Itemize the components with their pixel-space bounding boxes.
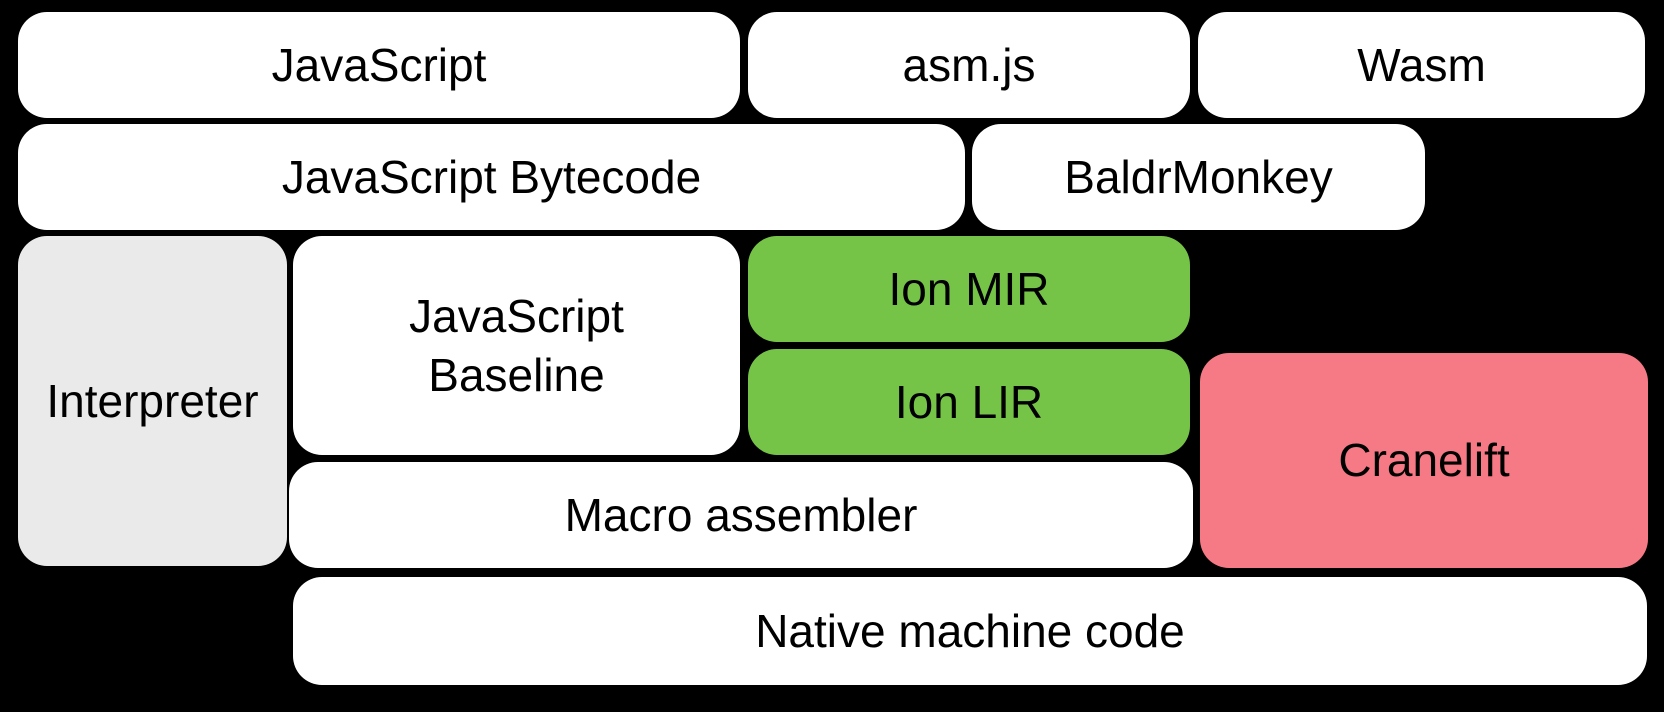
box-label-asmjs: asm.js [902, 38, 1036, 91]
box-macro-assembler: Macro assembler [289, 462, 1193, 568]
box-label-wasm: Wasm [1357, 38, 1486, 91]
box-asmjs: asm.js [748, 12, 1190, 118]
box-label-baldrmonkey: BaldrMonkey [1064, 150, 1333, 203]
box-label-macro-assembler: Macro assembler [564, 488, 918, 541]
box-interpreter: Interpreter [18, 236, 287, 566]
box-label-native-machine-code: Native machine code [755, 604, 1185, 657]
box-baldrmonkey: BaldrMonkey [972, 124, 1425, 230]
box-javascript-bytecode: JavaScript Bytecode [18, 124, 965, 230]
box-label-javascript-bytecode: JavaScript Bytecode [281, 150, 702, 203]
box-javascript-baseline: JavaScript Baseline [293, 236, 740, 455]
box-wasm: Wasm [1198, 12, 1645, 118]
box-cranelift: Cranelift [1200, 353, 1648, 568]
box-label-cranelift: Cranelift [1338, 434, 1510, 486]
box-ion-mir: Ion MIR [748, 236, 1190, 342]
box-label-ion-lir: Ion LIR [894, 375, 1044, 428]
box-label-interpreter: Interpreter [46, 374, 259, 427]
box-native-machine-code: Native machine code [293, 577, 1647, 685]
box-label-javascript-baseline: JavaScript Baseline [409, 289, 624, 401]
box-javascript: JavaScript [18, 12, 740, 118]
box-label-javascript: JavaScript [271, 38, 487, 91]
box-label-ion-mir: Ion MIR [888, 262, 1050, 315]
box-ion-lir: Ion LIR [748, 349, 1190, 455]
